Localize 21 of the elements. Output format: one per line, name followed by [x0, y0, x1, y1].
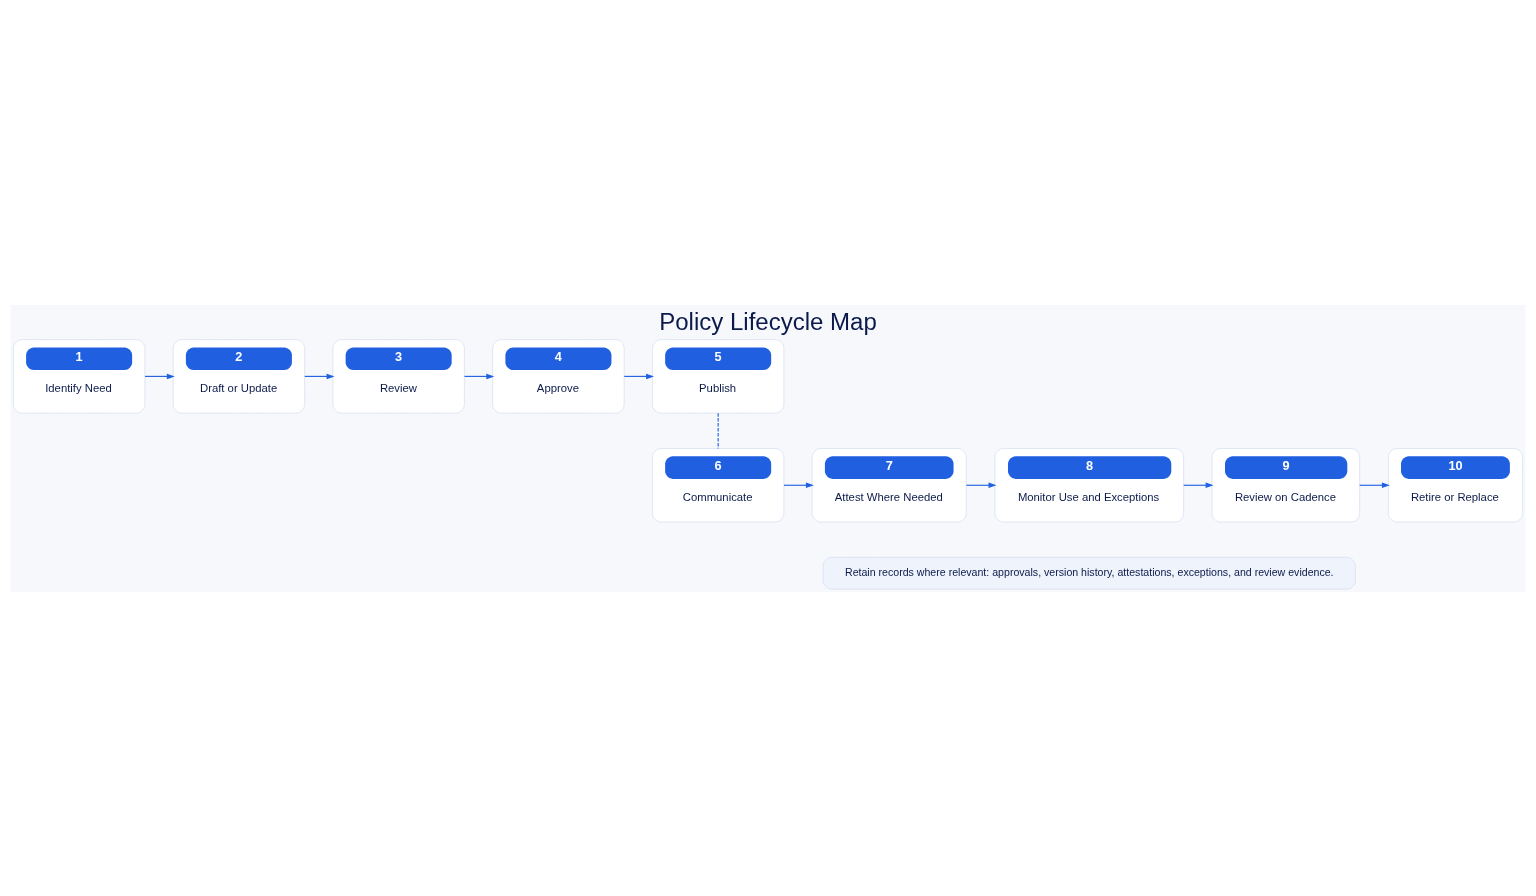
node-box: 6 Communicate — [652, 447, 785, 522]
node-box: 8 Monitor Use and Exceptions — [994, 447, 1184, 522]
node-box: 4 Approve — [492, 338, 625, 413]
arrow — [1359, 482, 1390, 488]
arrow — [144, 373, 175, 379]
connector — [717, 412, 719, 449]
arrow — [463, 373, 495, 379]
arrow — [623, 373, 655, 379]
node-box: 1 Identify Need — [13, 338, 146, 413]
node-box: 5 Publish — [652, 338, 785, 413]
node-box: Retain records where relevant: approvals, version history, attestations, exceptions, and review evidence. — [822, 556, 1356, 590]
arrow — [1183, 482, 1214, 488]
node-box: 10 Retire or Replace — [1387, 447, 1523, 522]
node-box: 7 Attest Where Needed — [811, 447, 967, 522]
node-box: 3 Review — [332, 338, 465, 413]
arrow — [783, 482, 814, 488]
arrow — [965, 482, 997, 488]
node-box: 9 Review on Cadence — [1211, 447, 1361, 522]
diagram-title: Policy Lifecycle Map — [659, 307, 877, 335]
node-box: 2 Draft or Update — [172, 338, 305, 413]
arrow — [304, 373, 335, 379]
